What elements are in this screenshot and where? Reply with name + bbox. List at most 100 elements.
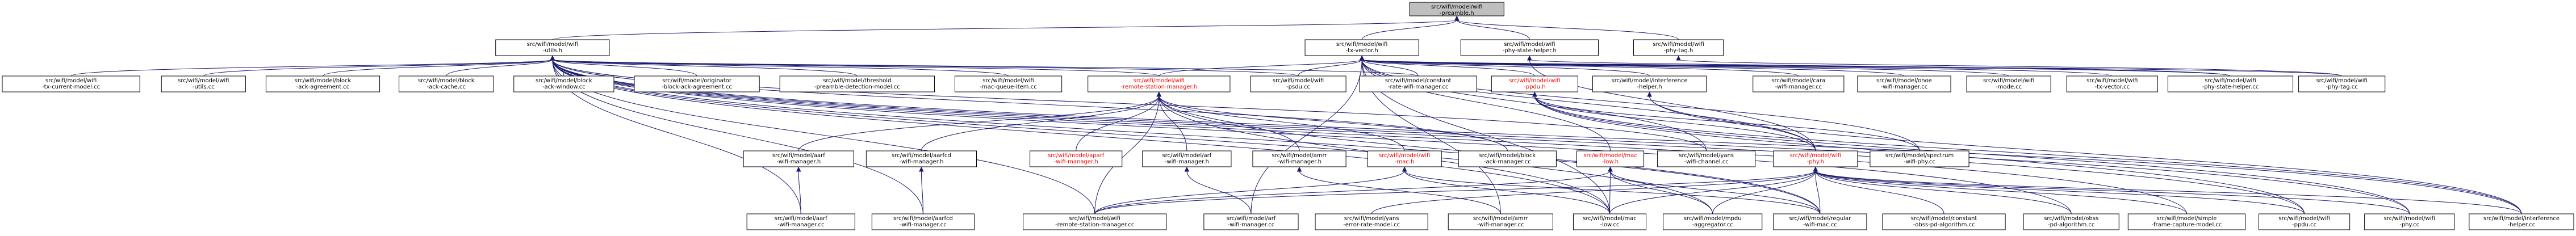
graph-node[interactable]: src/wifi/model/wifi-utils.h [495, 39, 610, 56]
arrowhead-icon [550, 55, 555, 61]
node-label: -wifi-phy.cc [1904, 159, 1935, 165]
graph-node[interactable]: src/wifi/model/wifi-phy-state-helper.h [1460, 39, 1599, 56]
graph-node[interactable]: src/wifi/model/mpdu-aggregator.cc [1663, 213, 1763, 230]
graph-node[interactable]: src/wifi/model/wifi-mac-queue-item.cc [954, 75, 1063, 92]
graph-node[interactable]: src/wifi/model/wifi-tx-vector.h [1304, 39, 1419, 56]
graph-node[interactable]: src/wifi/model/arf-wifi-manager.h [1142, 150, 1232, 167]
graph-node[interactable]: src/wifi/model/wifi-phy.cc [2364, 213, 2455, 230]
node-label: src/wifi/model/wifi [2384, 216, 2435, 222]
graph-node[interactable]: src/wifi/model/obss-pd-algorithm.cc [2023, 213, 2119, 230]
node-box [1576, 150, 1645, 167]
graph-node[interactable]: src/wifi/model/wifi-phy.h [1773, 150, 1858, 167]
dependency-edge [1456, 19, 1679, 40]
graph-node[interactable]: src/wifi/model/block-ack-agreement.cc [265, 75, 380, 92]
node-label: src/wifi/model/wifi [2278, 216, 2330, 222]
graph-node[interactable]: src/wifi/model/aparf-wifi-manager.h [1030, 150, 1123, 167]
dependency-edge [446, 59, 553, 77]
node-label: src/wifi/model/yans [1344, 216, 1399, 222]
graph-node[interactable]: src/wifi/model/wifi-mode.cc [1966, 75, 2051, 92]
graph-node[interactable]: src/wifi/model/wifi-phy-state-helper.cc [2167, 75, 2294, 92]
graph-node[interactable]: src/wifi/model/amrr-wifi-manager.h [1252, 150, 1346, 167]
graph-node[interactable]: src/wifi/model/constant-obss-pd-algorith… [1882, 213, 2006, 230]
node-label: src/wifi/model/wifi [1653, 41, 1704, 48]
node-label: -pd-algorithm.cc [2048, 222, 2094, 228]
dependency-edge [1649, 95, 2522, 214]
graph-node[interactable]: src/wifi/model/constant-rate-wifi-manage… [1359, 75, 1477, 92]
graph-node[interactable]: src/wifi/model/aarf-wifi-manager.h [743, 150, 854, 167]
node-label: -wifi-manager.cc [1881, 84, 1928, 90]
node-label: -ppdu.h [1524, 84, 1546, 90]
graph-node[interactable]: src/wifi/model/aarf-wifi-manager.cc [746, 213, 855, 230]
graph-node[interactable]: src/wifi/model/regular-wifi-mac.cc [1773, 213, 1867, 230]
graph-node[interactable]: src/wifi/model/wifi-phy-tag.h [1633, 39, 1724, 56]
node-label: -block-ack-agreement.cc [662, 84, 732, 90]
node-box [1367, 150, 1442, 167]
graph-node[interactable]: src/wifi/model/amrr-wifi-manager.cc [1448, 213, 1553, 230]
node-label: src/wifi/model/wifi [1790, 153, 1841, 159]
node-label: src/wifi/model/wifi [1983, 78, 2034, 84]
node-label: src/wifi/model/onoe [1876, 78, 1932, 84]
graph-node[interactable]: src/wifi/model/block-ack-cache.cc [399, 75, 494, 92]
node-label: src/wifi/model/wifi [982, 78, 1034, 84]
node-box [1142, 150, 1232, 167]
graph-node[interactable]: src/wifi/model/wifi-remote-station-manag… [1088, 75, 1231, 92]
graph-node[interactable]: src/wifi/model/wifi-tx-current-model.cc [2, 75, 140, 92]
graph-node[interactable]: src/wifi/model/interference-helper.cc [2469, 213, 2574, 230]
node-box [746, 213, 855, 230]
node-box [1250, 75, 1346, 92]
graph-node[interactable]: src/wifi/model/wifi-tx-vector.cc [2066, 75, 2158, 92]
node-box [2066, 75, 2158, 92]
node-label: -tx-vector.cc [2094, 84, 2130, 90]
node-box [1409, 2, 1504, 16]
graph-node[interactable]: src/wifi/model/onoe-wifi-manager.cc [1857, 75, 1951, 92]
arrowhead-icon [796, 166, 801, 172]
node-box [1882, 213, 2006, 230]
node-box [1773, 213, 1867, 230]
graph-node[interactable]: src/wifi/model/originator-block-ack-agre… [634, 75, 760, 92]
graph-node[interactable]: src/wifi/model/threshold-preamble-detect… [779, 75, 935, 92]
node-label: src/wifi/model/wifi [1273, 78, 1324, 84]
graph-node[interactable]: src/wifi/model/block-ack-manager.cc [1458, 150, 1557, 167]
dependency-edge [1815, 170, 2187, 214]
node-box [1023, 213, 1167, 230]
graph-node[interactable]: src/wifi/model/aarfcd-wifi-manager.cc [871, 213, 975, 230]
node-box [1753, 75, 1845, 92]
node-label: src/wifi/model/arf [1162, 153, 1211, 159]
graph-node[interactable]: src/wifi/model/mac-low.h [1576, 150, 1645, 167]
graph-node[interactable]: src/wifi/model/mac-low.cc [1573, 213, 1647, 230]
dependency-edge [1361, 19, 1457, 40]
graph-node[interactable]: src/wifi/model/wifi-psdu.cc [1250, 75, 1346, 92]
node-label: src/wifi/model/mac [1583, 153, 1637, 159]
graph-node[interactable]: src/wifi/model/yans-wifi-channel.cc [1657, 150, 1756, 167]
node-label: -wifi-mac.cc [1803, 222, 1837, 228]
graph-node[interactable]: src/wifi/model/yans-error-rate-model.cc [1315, 213, 1428, 230]
graph-node[interactable]: src/wifi/model/wifi-remote-station-manag… [1023, 213, 1167, 230]
dependency-edge [1361, 59, 1419, 77]
graph-node[interactable]: src/wifi/model/arf-wifi-manager.cc [1203, 213, 1299, 230]
arrowhead-icon [1647, 91, 1652, 97]
node-label: -mode.cc [1996, 84, 2022, 90]
node-label: src/wifi/model/wifi [178, 78, 229, 84]
dependency-edge [1361, 59, 1611, 151]
node-label: src/wifi/model/threshold [823, 78, 891, 84]
node-label: src/wifi/model/block [295, 78, 352, 84]
graph-node[interactable]: src/wifi/model/wifi-ppdu.h [1491, 75, 1578, 92]
node-label: src/wifi/model/wifi [527, 41, 578, 48]
graph-node[interactable]: src/wifi/model/spectrum-wifi-phy.cc [1870, 150, 1969, 167]
dependency-edge [1609, 170, 1816, 214]
node-label: src/wifi/model/block [1479, 153, 1536, 159]
graph-node[interactable]: src/wifi/model/cara-wifi-manager.cc [1753, 75, 1845, 92]
node-label: -helper.cc [2508, 222, 2536, 228]
dependency-edge [1534, 95, 1816, 151]
graph-node[interactable]: src/wifi/model/block-ack-window.cc [513, 75, 614, 92]
node-box [2023, 213, 2119, 230]
graph-node[interactable]: src/wifi/model/wifi-mac.h [1367, 150, 1442, 167]
graph-node[interactable]: src/wifi/model/aarfcd-wifi-manager.h [865, 150, 977, 167]
graph-node[interactable]: src/wifi/model/wifi-phy-tag.cc [2298, 75, 2386, 92]
graph-node[interactable]: src/wifi/model/interference-helper.h [1592, 75, 1707, 92]
node-label: src/wifi/model/interference [2483, 216, 2560, 222]
dependency-edge [552, 59, 1299, 77]
graph-node[interactable]: src/wifi/model/simple-frame-capture-mode… [2127, 213, 2245, 230]
graph-node[interactable]: src/wifi/model/wifi-utils.cc [161, 75, 246, 92]
graph-node[interactable]: src/wifi/model/wifi-ppdu.cc [2259, 213, 2351, 230]
